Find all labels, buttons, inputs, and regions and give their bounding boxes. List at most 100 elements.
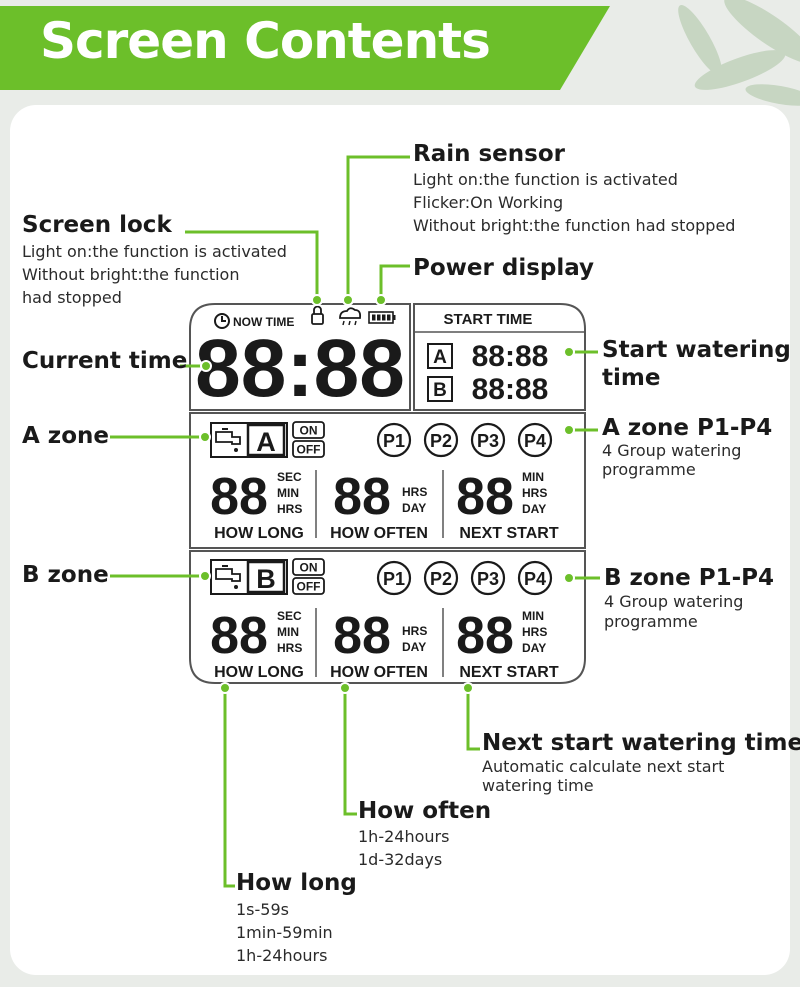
start-time-label: START TIME (444, 311, 533, 328)
content-card (10, 105, 790, 975)
zone-b-next-start-digits: 88 (456, 607, 514, 665)
b-zone-p-desc-1: 4 Group watering (604, 592, 744, 611)
unit-day: DAY (402, 640, 426, 654)
faucet-icon (215, 428, 241, 452)
how-long-desc-3: 1h-24hours (236, 946, 328, 965)
zone-a-how-long-digits: 88 (210, 468, 268, 526)
program-p2: P2 (430, 431, 452, 451)
how-long-title: How long (236, 870, 357, 896)
zone-b-how-often-digits: 88 (333, 607, 391, 665)
lcd-frame (189, 303, 586, 684)
zone-a-off: OFF (297, 443, 321, 457)
zone-a-on: ON (300, 424, 318, 438)
how-long-desc-2: 1min-59min (236, 923, 333, 942)
unit-day: DAY (522, 641, 546, 655)
unit-sec: SEC (277, 470, 302, 484)
b-zone-title: B zone (22, 562, 109, 588)
faucet-icon (215, 565, 241, 589)
start-b-box (427, 376, 453, 402)
rain-cloud-icon (339, 307, 362, 326)
zone-a-row: A ON OFF P1 P2 P3 P4 88 SEC MIN HRS 88 H… (210, 421, 559, 542)
zone-a-next-start-digits: 88 (456, 468, 514, 526)
unit-day: DAY (402, 501, 426, 515)
start-watering-title-2: time (602, 365, 661, 391)
a-zone-p-title: A zone P1-P4 (602, 415, 773, 441)
program-p3: P3 (477, 569, 499, 589)
rain-sensor-desc-3: Without bright:the function had stopped (413, 216, 736, 235)
screen-lock-title: Screen lock (22, 212, 172, 238)
power-display-title: Power display (413, 255, 595, 281)
how-often-title: How often (358, 798, 492, 824)
program-p4: P4 (524, 431, 546, 451)
rain-sensor-desc-2: Flicker:On Working (413, 193, 564, 212)
how-often-desc-1: 1h-24hours (358, 827, 450, 846)
leader-lines (110, 155, 600, 888)
program-p2: P2 (430, 569, 452, 589)
rain-sensor-title: Rain sensor (413, 141, 565, 167)
program-p3: P3 (477, 431, 499, 451)
unit-min: MIN (277, 625, 299, 639)
program-p1: P1 (383, 569, 405, 589)
screen-lock-desc-3: had stopped (22, 288, 122, 307)
unit-hrs: HRS (522, 486, 547, 500)
zone-a-how-often-digits: 88 (333, 468, 391, 526)
zone-a-box (210, 422, 288, 458)
zone-b-how-often-label: HOW OFTEN (330, 664, 428, 681)
how-often-desc-2: 1d-32days (358, 850, 443, 869)
title-banner (0, 6, 610, 90)
unit-min: MIN (277, 486, 299, 500)
next-start-desc-1: Automatic calculate next start (482, 757, 725, 776)
zone-b-how-long-digits: 88 (210, 607, 268, 665)
zone-a-letter: A (256, 427, 276, 457)
program-p1: P1 (383, 431, 405, 451)
unit-hrs: HRS (522, 625, 547, 639)
unit-hrs: HRS (402, 485, 427, 499)
now-time-label: NOW TIME (233, 315, 294, 329)
how-long-desc-1: 1s-59s (236, 900, 289, 919)
zone-b-letter: B (256, 564, 276, 594)
zone-a-how-long-label: HOW LONG (214, 525, 304, 542)
b-zone-p-desc-2: programme (604, 612, 698, 631)
zone-b-programs: P1 P2 P3 P4 (376, 560, 553, 596)
rain-sensor-desc-1: Light on:the function is activated (413, 170, 678, 189)
start-a-letter: A (433, 347, 447, 368)
unit-min: MIN (522, 609, 544, 623)
unit-hrs: HRS (402, 624, 427, 638)
zone-b-on: ON (300, 561, 318, 575)
b-zone-p-title: B zone P1-P4 (604, 565, 774, 591)
start-b-letter: B (433, 380, 447, 401)
start-a-digits: 88:88 (472, 340, 549, 373)
clock-icon (214, 313, 230, 329)
page-title: Screen Contents (40, 12, 491, 70)
current-time-digits: 88:88 (195, 323, 405, 414)
next-start-title: Next start watering time (482, 730, 800, 756)
start-watering-title-1: Start watering (602, 337, 791, 363)
screen-lock-desc-2: Without bright:the function (22, 265, 240, 284)
zone-a-next-start-label: NEXT START (459, 525, 558, 542)
start-b-digits: 88:88 (472, 373, 549, 406)
zone-b-off: OFF (297, 580, 321, 594)
unit-sec: SEC (277, 609, 302, 623)
unit-day: DAY (522, 502, 546, 516)
unit-hrs: HRS (277, 502, 302, 516)
zone-b-next-start-label: NEXT START (459, 664, 558, 681)
a-zone-title: A zone (22, 423, 109, 449)
zone-b-how-long-label: HOW LONG (214, 664, 304, 681)
program-p4: P4 (524, 569, 546, 589)
zone-a-how-often-label: HOW OFTEN (330, 525, 428, 542)
a-zone-p-desc-1: 4 Group watering (602, 441, 742, 460)
current-time-title: Current time (22, 348, 188, 374)
battery-icon (368, 311, 396, 324)
zone-b-row: B ON OFF P1 P2 P3 P4 88 SEC MIN HRS 88 H… (210, 558, 559, 681)
unit-min: MIN (522, 470, 544, 484)
zone-a-programs: P1 P2 P3 P4 (376, 422, 553, 458)
lock-icon (311, 305, 324, 325)
a-zone-p-desc-2: programme (602, 460, 696, 479)
next-start-desc-2: watering time (482, 776, 594, 795)
unit-hrs: HRS (277, 641, 302, 655)
screen-lock-desc-1: Light on:the function is activated (22, 242, 287, 261)
start-a-box (427, 343, 453, 369)
zone-b-box (210, 559, 288, 595)
